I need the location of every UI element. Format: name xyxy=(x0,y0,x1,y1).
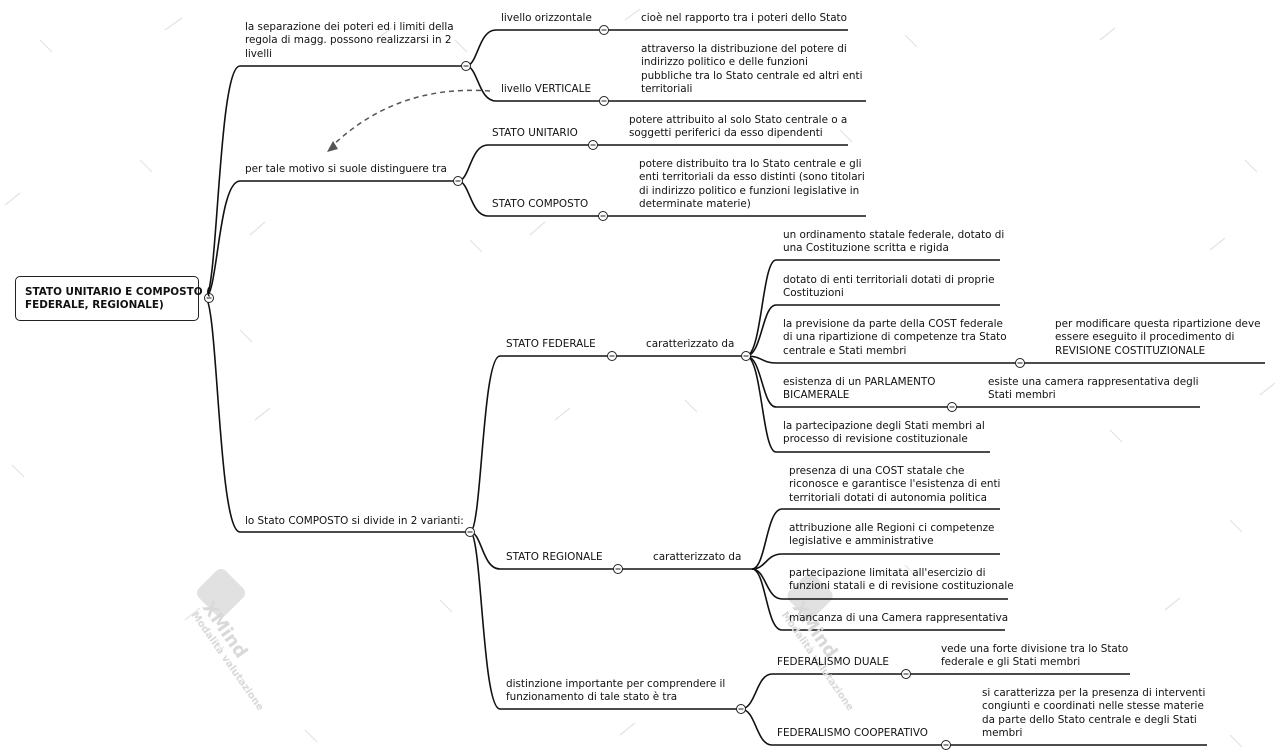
topic-verticale-detail[interactable]: attraverso la distribuzione del potere d… xyxy=(641,43,863,95)
collapse-toggles xyxy=(204,25,1025,750)
connector-reg-item4 xyxy=(751,568,1005,631)
topic-federale-item[interactable]: un ordinamento statale federale, dotato … xyxy=(783,229,1005,255)
topic-federalismo-cooperativo[interactable]: FEDERALISMO COOPERATIVO xyxy=(777,727,928,739)
connector-fed-item4 xyxy=(745,355,952,408)
collapse-icon[interactable] xyxy=(204,293,214,303)
collapse-icon[interactable] xyxy=(741,351,751,361)
topic-per-tale-motivo[interactable]: per tale motivo si suole distinguere tra xyxy=(245,163,447,175)
collapse-icon[interactable] xyxy=(453,176,463,186)
connector-b3-fed xyxy=(469,355,612,533)
root-topic[interactable]: STATO UNITARIO E COMPOSTO (FEDERALE, REG… xyxy=(15,276,211,321)
root-topic-label: STATO UNITARIO E COMPOSTO (FEDERALE, REG… xyxy=(25,286,211,312)
topic-cooperativo-detail[interactable]: si caratterizza per la presenza di inter… xyxy=(982,687,1206,739)
topic-livello-orizzontale[interactable]: livello orizzontale xyxy=(501,12,592,24)
topic-stato-composto-varianti[interactable]: lo Stato COMPOSTO si divide in 2 variant… xyxy=(245,515,464,527)
connector-fed-item5 xyxy=(745,355,990,453)
topic-regionale-item[interactable]: partecipazione limitata all'esercizio di… xyxy=(789,567,1014,593)
collapse-icon[interactable] xyxy=(941,740,951,750)
watermark-logos xyxy=(197,569,833,619)
collapse-icon[interactable] xyxy=(901,669,911,679)
relationship-arrowhead xyxy=(327,141,338,152)
topic-federale-caratterizzato[interactable]: caratterizzato da xyxy=(646,338,735,350)
topic-stato-composto[interactable]: STATO COMPOSTO xyxy=(492,198,589,210)
connector-reg-item2 xyxy=(751,553,1000,570)
topic-regionale-caratterizzato[interactable]: caratterizzato da xyxy=(653,551,742,563)
topic-orizzontale-detail[interactable]: cioè nel rapporto tra i poteri dello Sta… xyxy=(641,12,847,24)
connector-root-b3 xyxy=(204,297,470,533)
collapse-icon[interactable] xyxy=(588,140,598,150)
connector-b1-oriz xyxy=(465,29,604,67)
collapse-icon[interactable] xyxy=(599,96,609,106)
topic-stato-unitario[interactable]: STATO UNITARIO xyxy=(492,127,578,139)
topic-federale-item[interactable]: la previsione da parte della COST federa… xyxy=(783,318,1007,357)
collapse-icon[interactable] xyxy=(461,61,471,71)
topic-federale-item[interactable]: dotato di enti territoriali dotati di pr… xyxy=(783,274,995,300)
collapse-icon[interactable] xyxy=(607,351,617,361)
topic-unitario-detail[interactable]: potere attribuito al solo Stato centrale… xyxy=(629,114,848,140)
connector-b2-unit xyxy=(457,144,593,182)
relationship-arrow xyxy=(331,89,491,147)
collapse-icon[interactable] xyxy=(613,564,623,574)
connector-fed-item1 xyxy=(745,259,1000,357)
collapse-icon[interactable] xyxy=(1015,358,1025,368)
topic-composto-detail[interactable]: potere distribuito tra lo Stato centrale… xyxy=(639,158,865,210)
topic-regionale-item[interactable]: mancanza di una Camera rappresentativa xyxy=(789,612,1009,624)
connector-fed-item2 xyxy=(745,304,1000,357)
connector-reg-item1 xyxy=(751,508,1000,570)
collapse-icon[interactable] xyxy=(465,527,475,537)
connector-root-b2 xyxy=(204,180,458,299)
collapse-icon[interactable] xyxy=(599,25,609,35)
topic-distinzione-importante[interactable]: distinzione importante per comprendere i… xyxy=(506,678,726,704)
topic-livello-verticale[interactable]: livello VERTICALE xyxy=(501,83,592,95)
collapse-icon[interactable] xyxy=(736,704,746,714)
connector-root-b1 xyxy=(204,65,466,299)
topic-separazione[interactable]: la separazione dei poteri ed i limiti de… xyxy=(245,21,454,60)
topic-stato-regionale[interactable]: STATO REGIONALE xyxy=(506,551,603,563)
collapse-icon[interactable] xyxy=(947,402,957,412)
watermark-dashes xyxy=(4,8,1276,748)
connector-b3-dist xyxy=(469,531,741,710)
topic-federalismo-duale[interactable]: FEDERALISMO DUALE xyxy=(777,656,889,668)
collapse-icon[interactable] xyxy=(598,211,608,221)
topic-stato-federale[interactable]: STATO FEDERALE xyxy=(506,338,596,350)
